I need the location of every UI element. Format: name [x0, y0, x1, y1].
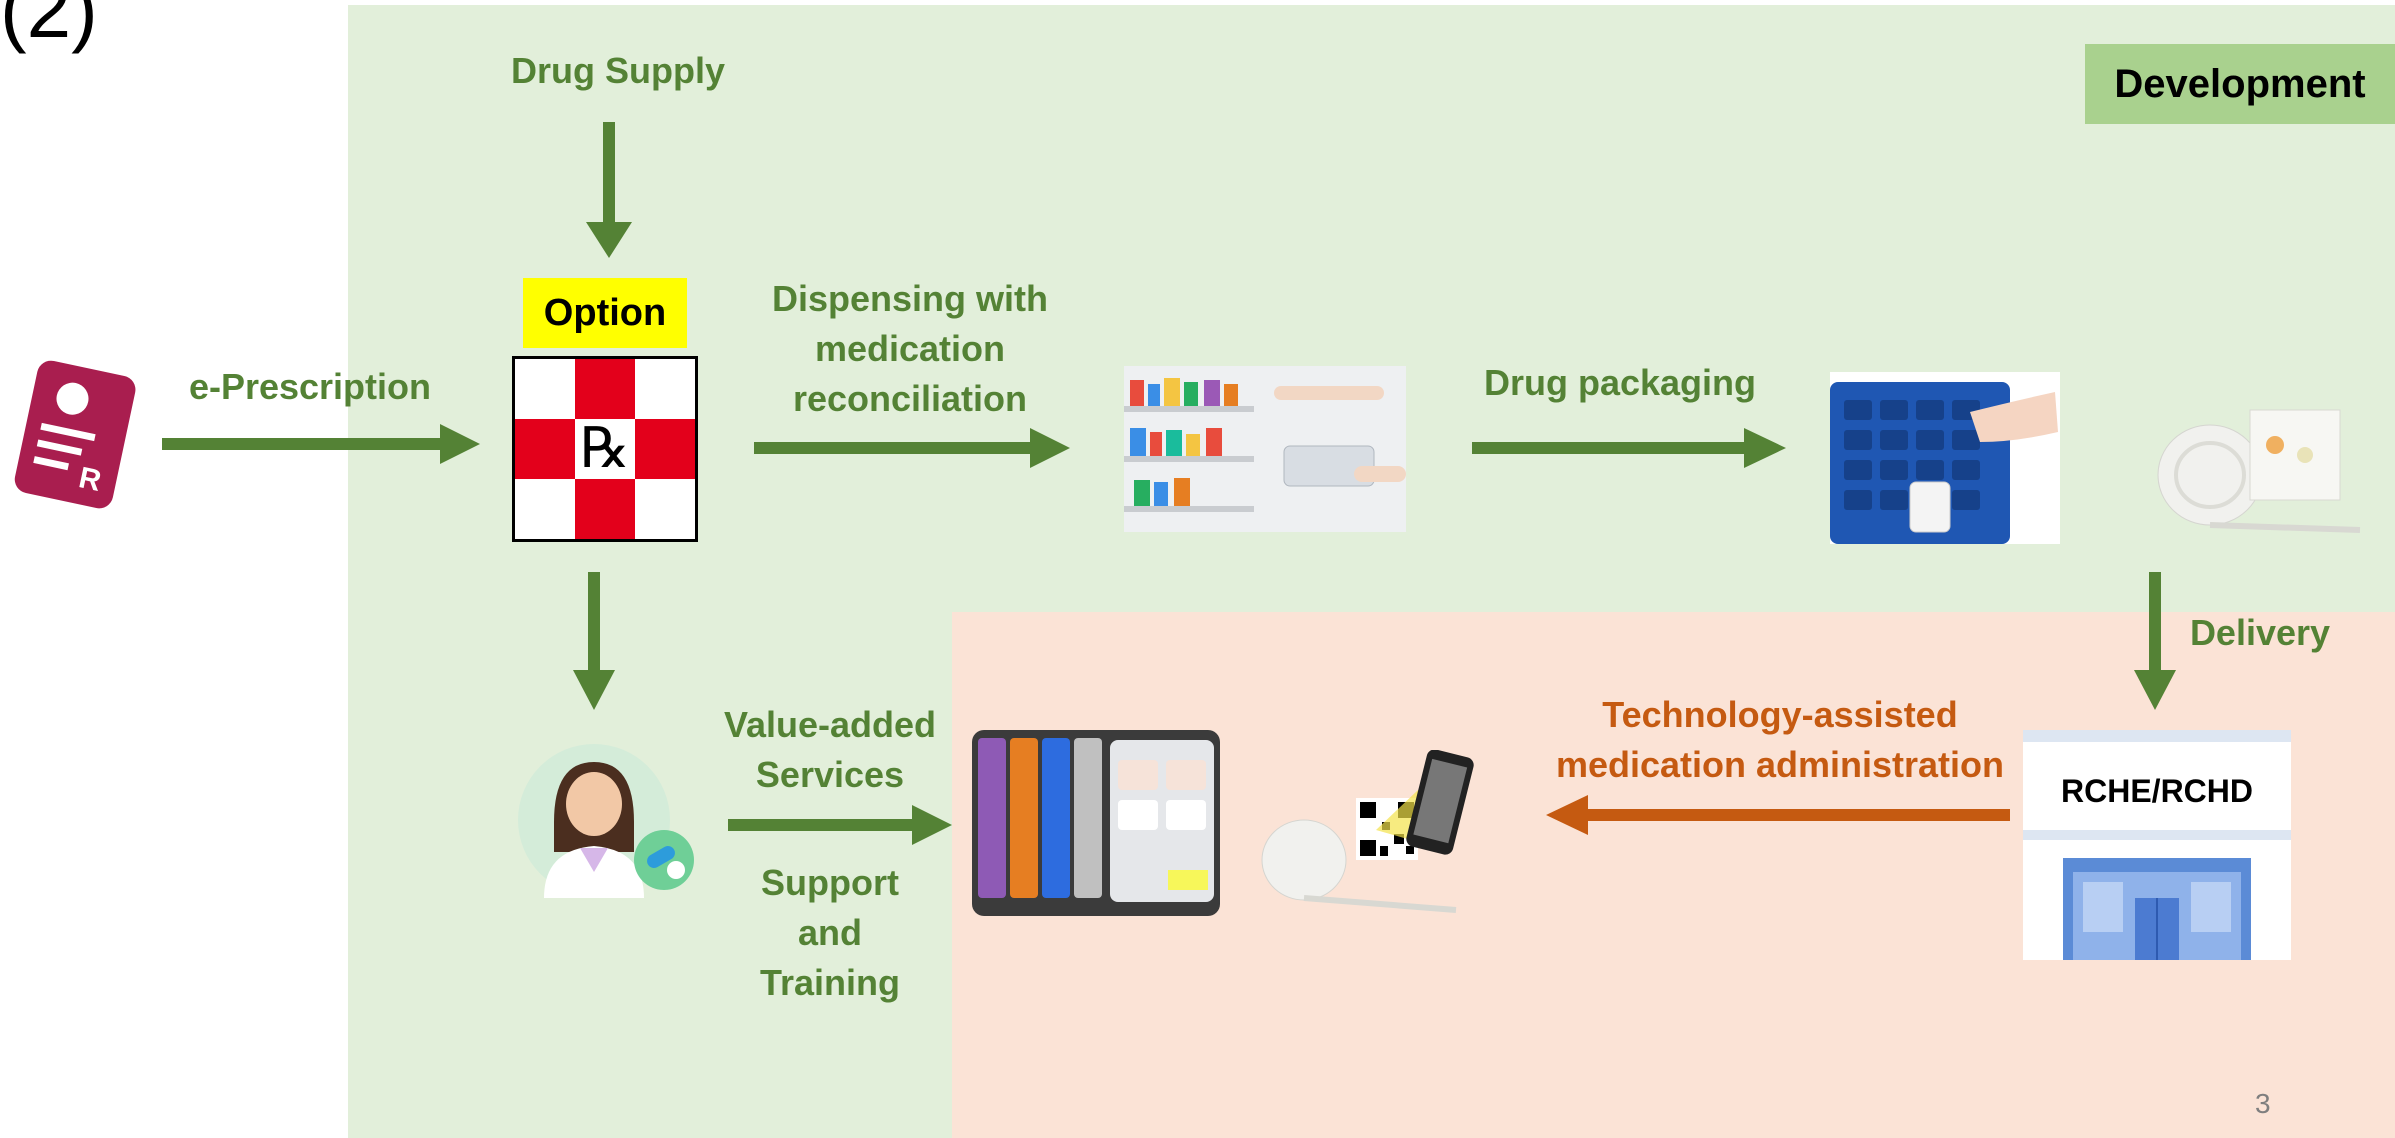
pill-tray-photo — [1830, 372, 2060, 544]
support-line-1: Support — [761, 862, 899, 903]
tech-assisted-label: Technology-assisted medication administr… — [1535, 690, 2025, 790]
tech-assisted-line-1: Technology-assisted — [1602, 694, 1958, 735]
dispensing-line-3: reconciliation — [792, 378, 1028, 419]
pharmacist-icon — [518, 744, 694, 898]
dispensing-label: Dispensing with medication reconciliatio… — [740, 274, 1080, 424]
arrow-drug-packaging — [1472, 428, 1786, 468]
building-ledge — [2023, 830, 2291, 840]
pill-organizer-photo — [972, 730, 1220, 916]
arrow-drug-supply — [586, 122, 632, 258]
dispensing-line-2: medication — [814, 328, 1006, 369]
building-entrance — [2063, 858, 2251, 960]
rche-label: RCHE/RCHD — [2061, 773, 2253, 809]
value-added-label: Value-added Services — [700, 700, 960, 800]
page-number: 3 — [2255, 1088, 2271, 1119]
rx-cell — [575, 479, 635, 539]
arrow-value-added — [728, 805, 952, 845]
arrow-delivery — [2134, 572, 2176, 710]
tech-assisted-line-2: medication administration — [1555, 744, 2005, 785]
pharmacy-shelf-photo — [1124, 366, 1406, 532]
qr-scan-icon — [1261, 750, 1474, 913]
delivery-label: Delivery — [2189, 612, 2331, 653]
rx-symbol: ℞ — [579, 416, 631, 481]
drug-packaging-label: Drug packaging — [1483, 362, 1757, 403]
rx-grid-icon: ℞ — [512, 356, 698, 542]
rx-cell — [575, 419, 635, 479]
rx-cell — [635, 419, 695, 479]
value-added-line-1: Value-added — [723, 704, 937, 745]
rx-cell — [515, 419, 575, 479]
option-tag: Option — [523, 278, 687, 348]
dispensing-line-1: Dispensing with — [771, 278, 1048, 319]
slide-corner-text: (2) — [0, 0, 98, 54]
prescription-icon: R — [14, 360, 136, 509]
value-added-line-2: Services — [755, 754, 905, 795]
blister-roll-photo — [2157, 409, 2361, 533]
arrow-dispensing — [754, 428, 1070, 468]
arrow-to-pharmacist — [573, 572, 615, 710]
support-label: Support and Training — [700, 858, 960, 1008]
rx-cell — [575, 359, 635, 419]
arrow-e-prescription — [162, 424, 480, 464]
drug-supply-label: Drug Supply — [511, 50, 725, 91]
e-prescription-label: e-Prescription — [188, 366, 432, 407]
support-line-2: and — [797, 912, 862, 953]
support-line-3: Training — [759, 962, 900, 1003]
arrow-tech-assisted — [1546, 795, 2010, 835]
care-home-building-icon: RCHE/RCHD — [2023, 730, 2291, 960]
development-tag: Development — [2085, 44, 2395, 124]
building-roof — [2023, 730, 2291, 742]
